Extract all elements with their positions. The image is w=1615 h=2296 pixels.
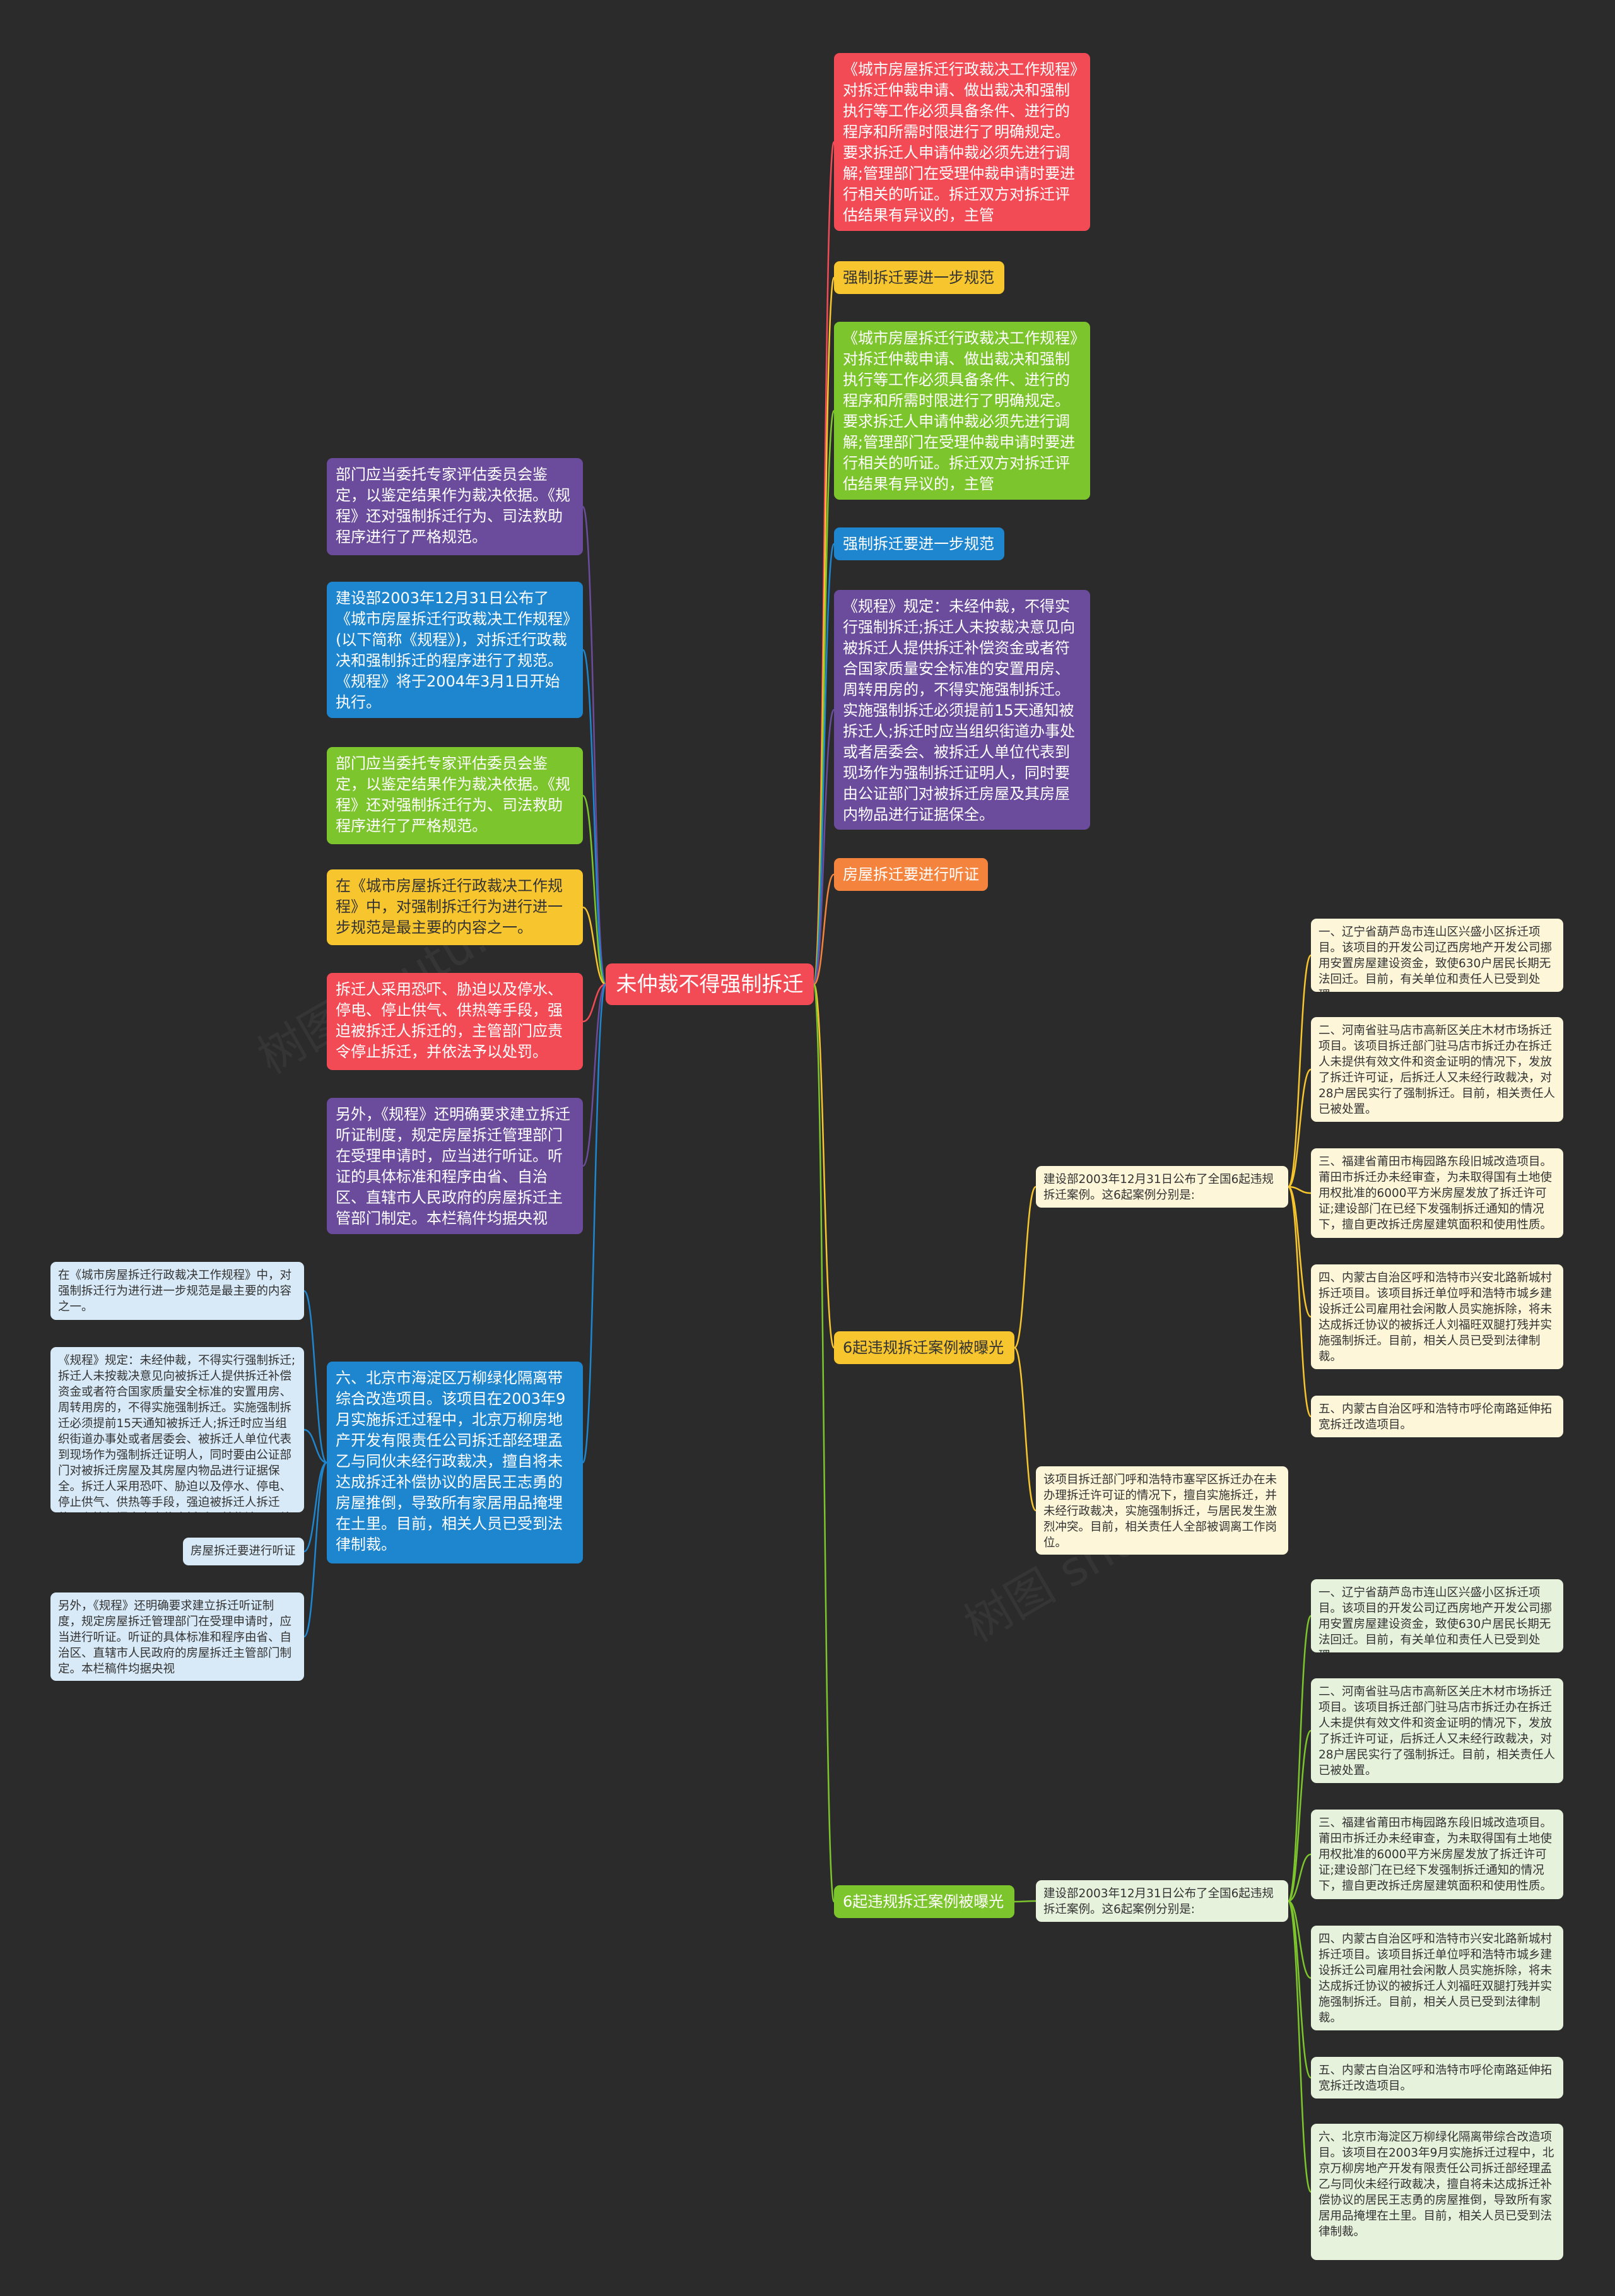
connector	[303, 1290, 328, 1464]
connector	[582, 505, 607, 986]
connector	[1014, 1900, 1037, 1903]
node-six-cases-2[interactable]: 6起违规拆迁案例被曝光	[834, 1885, 1014, 1918]
node-case-b-3[interactable]: 三、福建省莆田市梅园路东段旧城改造项目。莆田市拆迁办未经审查，为未取得国有土地使…	[1311, 1810, 1563, 1899]
connector	[813, 983, 835, 1349]
connector	[582, 983, 606, 1023]
node-main-content[interactable]: 在《城市房屋拆迁行政裁决工作规程》中，对强制拆迁行为进行进一步规范是最主要的内容…	[327, 869, 583, 945]
node-hearing-system[interactable]: 另外，《规程》还明确要求建立拆迁听证制度，规定房屋拆迁管理部门在受理申请时，应当…	[327, 1098, 583, 1234]
node-case-b-1[interactable]: 一、辽宁省葫芦岛市连山区兴盛小区拆迁项目。该项目的开发公司辽西房地产开发公司挪用…	[1311, 1579, 1563, 1652]
connector	[1288, 1186, 1312, 1318]
connector	[1287, 1900, 1312, 2193]
node-standardize-demolition-1[interactable]: 强制拆迁要进一步规范	[834, 261, 1004, 294]
node-hohhot-saihan-case[interactable]: 该项目拆迁部门呼和浩特市塞罕区拆迁办在未办理拆迁许可证的情况下，擅自实施拆迁，并…	[1036, 1466, 1288, 1555]
node-case-a-3[interactable]: 三、福建省莆田市梅园路东段旧城改造项目。莆田市拆迁办未经审查，为未取得国有土地使…	[1311, 1148, 1563, 1238]
node-main-content-sub[interactable]: 在《城市房屋拆迁行政裁决工作规程》中，对强制拆迁行为进行进一步规范是最主要的内容…	[50, 1262, 304, 1320]
node-six-cases-1[interactable]: 6起违规拆迁案例被曝光	[834, 1331, 1014, 1364]
connector	[1013, 1346, 1037, 1512]
connector	[1287, 954, 1312, 1188]
node-arbitration-procedure-1[interactable]: 《城市房屋拆迁行政裁决工作规程》对拆迁仲裁申请、做出裁决和强制执行等工作必须具备…	[834, 53, 1090, 231]
connector	[813, 709, 835, 986]
central-topic[interactable]: 未仲裁不得强制拆迁	[606, 963, 814, 1005]
node-coercion-prohibited[interactable]: 拆迁人采用恐吓、胁迫以及停水、停电、停止供气、供热等手段，强迫被拆迁人拆迁的，主…	[327, 973, 583, 1070]
node-expert-assessment-1[interactable]: 部门应当委托专家评估委员会鉴定，以鉴定结果作为裁决依据。《规程》还对强制拆迁行为…	[327, 458, 583, 555]
connector	[303, 1461, 328, 1638]
connector	[582, 794, 607, 986]
node-case-b-2[interactable]: 二、河南省驻马店市高新区关庄木材市场拆迁项目。该项目拆迁部门驻马店市拆迁办在拆迁…	[1311, 1678, 1563, 1783]
connector	[813, 409, 835, 986]
connector	[582, 983, 607, 1167]
node-cases-intro-2[interactable]: 建设部2003年12月31日公布了全国6起违规拆迁案例。这6起案例分别是:	[1036, 1880, 1288, 1922]
node-arbitration-procedure-2[interactable]: 《城市房屋拆迁行政裁决工作规程》对拆迁仲裁申请、做出裁决和强制执行等工作必须具备…	[834, 322, 1090, 500]
connector	[303, 1461, 327, 1553]
node-case-a-1[interactable]: 一、辽宁省葫芦岛市连山区兴盛小区拆迁项目。该项目的开发公司辽西房地产开发公司挪用…	[1311, 919, 1563, 992]
node-case-a-5[interactable]: 五、内蒙古自治区呼和浩特市呼伦南路延伸拓宽拆迁改造项目。	[1311, 1396, 1563, 1437]
connector	[1287, 1729, 1312, 1902]
connector	[813, 983, 835, 1903]
node-case-b-6[interactable]: 六、北京市海淀区万柳绿化隔离带综合改造项目。该项目在2003年9月实施拆迁过程中…	[1311, 2124, 1563, 2260]
connector	[1013, 1186, 1037, 1349]
node-beijing-wanliu-case[interactable]: 六、北京市海淀区万柳绿化隔离带综合改造项目。该项目在2003年9月实施拆迁过程中…	[327, 1362, 583, 1563]
connector	[1288, 1186, 1312, 1194]
connector	[1288, 1068, 1312, 1188]
connector	[582, 906, 606, 986]
node-ministry-publication[interactable]: 建设部2003年12月31日公布了《城市房屋拆迁行政裁决工作规程》(以下简称《规…	[327, 582, 583, 718]
node-regulation-rules[interactable]: 《规程》规定：未经仲裁，不得实行强制拆迁;拆迁人未按裁决意见向被拆迁人提供拆迁补…	[834, 590, 1090, 830]
node-case-a-4[interactable]: 四、内蒙古自治区呼和浩特市兴安北路新城村拆迁项目。该项目拆迁单位呼和浩特市城乡建…	[1311, 1264, 1563, 1369]
connector	[1288, 1853, 1312, 1902]
node-standardize-demolition-2[interactable]: 强制拆迁要进一步规范	[834, 527, 1004, 560]
connector	[582, 649, 607, 986]
connector	[1288, 1900, 1312, 1979]
node-case-b-5[interactable]: 五、内蒙古自治区呼和浩特市呼伦南路延伸拓宽拆迁改造项目。	[1311, 2057, 1563, 2099]
connector	[582, 983, 607, 1464]
node-hearing-required-sub[interactable]: 房屋拆迁要进行听证	[183, 1538, 304, 1565]
node-case-b-4[interactable]: 四、内蒙古自治区呼和浩特市兴安北路新城村拆迁项目。该项目拆迁单位呼和浩特市城乡建…	[1311, 1926, 1563, 2030]
connector	[1287, 1186, 1312, 1418]
node-cases-intro-1[interactable]: 建设部2003年12月31日公布了全国6起违规拆迁案例。这6起案例分别是:	[1036, 1166, 1288, 1208]
node-expert-assessment-2[interactable]: 部门应当委托专家评估委员会鉴定，以鉴定结果作为裁决依据。《规程》还对强制拆迁行为…	[327, 747, 583, 844]
connector	[813, 543, 835, 986]
connector	[303, 1428, 327, 1464]
connector	[813, 873, 835, 986]
node-hearing-required[interactable]: 房屋拆迁要进行听证	[834, 858, 988, 891]
node-case-a-2[interactable]: 二、河南省驻马店市高新区关庄木材市场拆迁项目。该项目拆迁部门驻马店市拆迁办在拆迁…	[1311, 1017, 1563, 1122]
node-regulation-rules-sub[interactable]: 《规程》规定：未经仲裁，不得实行强制拆迁;拆迁人未按裁决意见向被拆迁人提供拆迁补…	[50, 1347, 304, 1512]
node-hearing-system-sub[interactable]: 另外，《规程》还明确要求建立拆迁听证制度，规定房屋拆迁管理部门在受理申请时，应当…	[50, 1592, 304, 1681]
connector	[1287, 1615, 1312, 1902]
